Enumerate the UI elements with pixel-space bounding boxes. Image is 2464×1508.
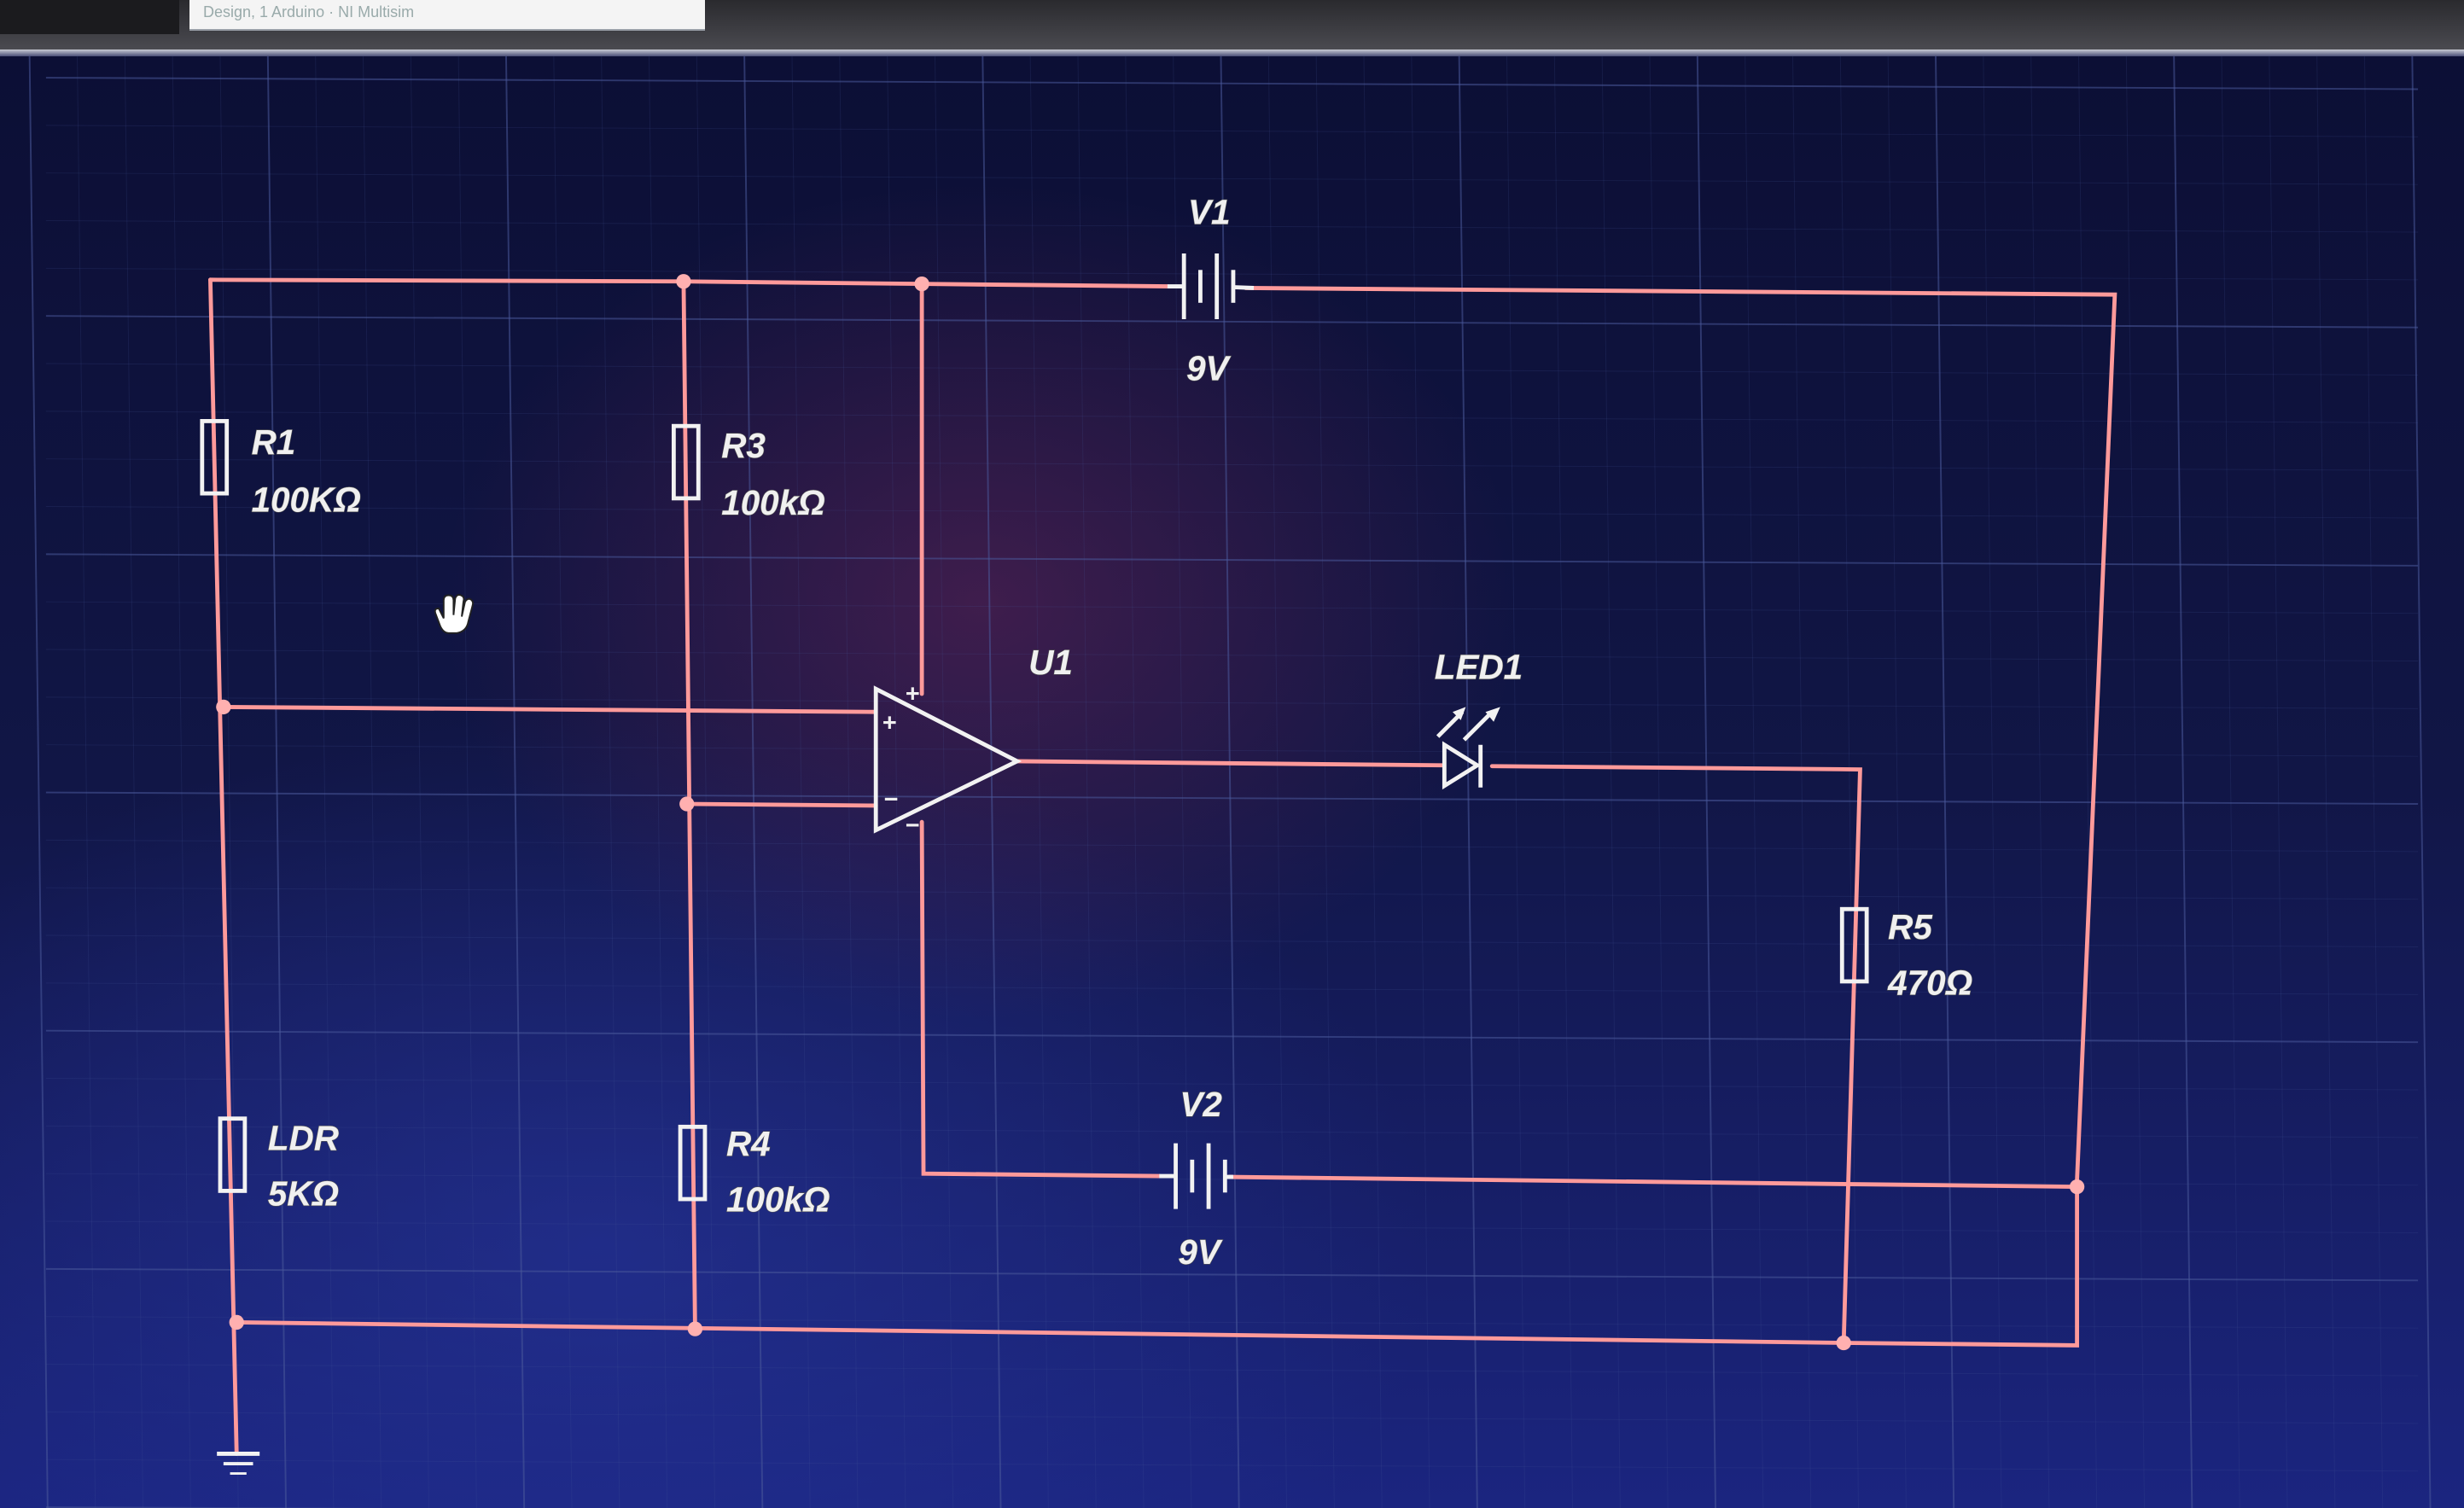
wire-inverting [684, 801, 878, 808]
resistor-r3-value: 100kΩ [721, 483, 824, 522]
opamp-u1-pin-plus: + [882, 709, 897, 737]
resistor-r4[interactable]: R4 100kΩ [678, 1123, 830, 1220]
resistor-r1-body [200, 419, 230, 496]
wire-led-to-r5 [1489, 764, 1862, 1345]
led-led1-arrowhead-2 [1485, 707, 1500, 722]
led-led1-arrowhead-1 [1452, 707, 1466, 720]
led-led1[interactable]: LED1 [1434, 647, 1523, 790]
resistor-r3-ref: R3 [721, 426, 766, 465]
junction-dot [229, 1314, 244, 1330]
wire-v2-right [1226, 1174, 2079, 1190]
junction-dot [676, 274, 691, 289]
opamp-u1[interactable]: + − + − U1 [873, 642, 1074, 840]
resistor-r4-body [678, 1124, 708, 1202]
topbar-text-field[interactable]: Design, 1 Arduino · NI Multisim [189, 0, 705, 31]
battery-v1-value: 9V [1186, 348, 1231, 387]
wire-left-vertical [208, 277, 239, 1456]
junction-dot [914, 276, 929, 292]
resistor-r5-body [1839, 906, 1869, 984]
ldr[interactable]: LDR 5KΩ [218, 1116, 340, 1214]
wire-bottom-rail [234, 1320, 1846, 1345]
battery-v1[interactable]: V1 9V [1167, 192, 1255, 388]
wire-opamp-supply-bottom [919, 819, 1162, 1179]
resistor-r3-body [671, 423, 701, 501]
canvas-grid [28, 56, 2432, 1508]
wire-top-rail [208, 277, 1170, 288]
junction-dot [216, 699, 231, 715]
resistor-r3[interactable]: R3 100kΩ [671, 423, 825, 523]
opamp-u1-body [873, 685, 1022, 834]
ground-icon [217, 1452, 260, 1476]
hand-cursor-icon [434, 594, 475, 634]
opamp-u1-pin-minus: − [884, 786, 899, 813]
ldr-body [218, 1116, 248, 1193]
led-led1-arrow-2 [1462, 713, 1491, 742]
battery-v2[interactable]: V2 9V [1159, 1084, 1233, 1272]
resistor-r1-ref: R1 [252, 422, 296, 462]
wire-noninverting [221, 705, 878, 714]
battery-v2-ref: V2 [1180, 1085, 1222, 1124]
led-led1-triangle [1442, 741, 1482, 790]
resistor-r1-value: 100KΩ [252, 480, 361, 519]
led-led1-ref: LED1 [1435, 648, 1523, 687]
topbar-left-panel [0, 0, 179, 34]
ldr-ref: LDR [268, 1118, 339, 1157]
resistor-r4-value: 100kΩ [726, 1179, 830, 1219]
schematic-canvas[interactable]: R1 100KΩ R3 100kΩ LDR 5KΩ R4 100kΩ R5 47… [0, 56, 2464, 1508]
junction-dot [1836, 1335, 1851, 1351]
ldr-value: 5KΩ [268, 1174, 339, 1214]
window-topbar: Design, 1 Arduino · NI Multisim [0, 0, 2464, 49]
battery-v2-value: 9V [1178, 1232, 1222, 1272]
canvas-top-edge [0, 49, 2464, 58]
opamp-u1-supply-minus: − [906, 812, 920, 840]
junction-dot [687, 1321, 703, 1336]
resistor-r5[interactable]: R5 470Ω [1839, 906, 1973, 1003]
junction-dot [2069, 1179, 2085, 1195]
resistor-r5-ref: R5 [1888, 907, 1932, 946]
battery-v1-ref: V1 [1188, 192, 1230, 231]
resistor-r1[interactable]: R1 100KΩ [200, 419, 361, 520]
junctions [216, 274, 2085, 1351]
wire-opamp-output [1013, 759, 1445, 768]
opamp-u1-ref: U1 [1028, 643, 1073, 682]
opamp-u1-supply-plus: + [906, 681, 920, 708]
resistor-r5-value: 470Ω [1887, 963, 1972, 1002]
resistor-r4-ref: R4 [726, 1124, 771, 1163]
junction-dot [679, 796, 695, 812]
topbar-text: Design, 1 Arduino · NI Multisim [203, 3, 415, 20]
